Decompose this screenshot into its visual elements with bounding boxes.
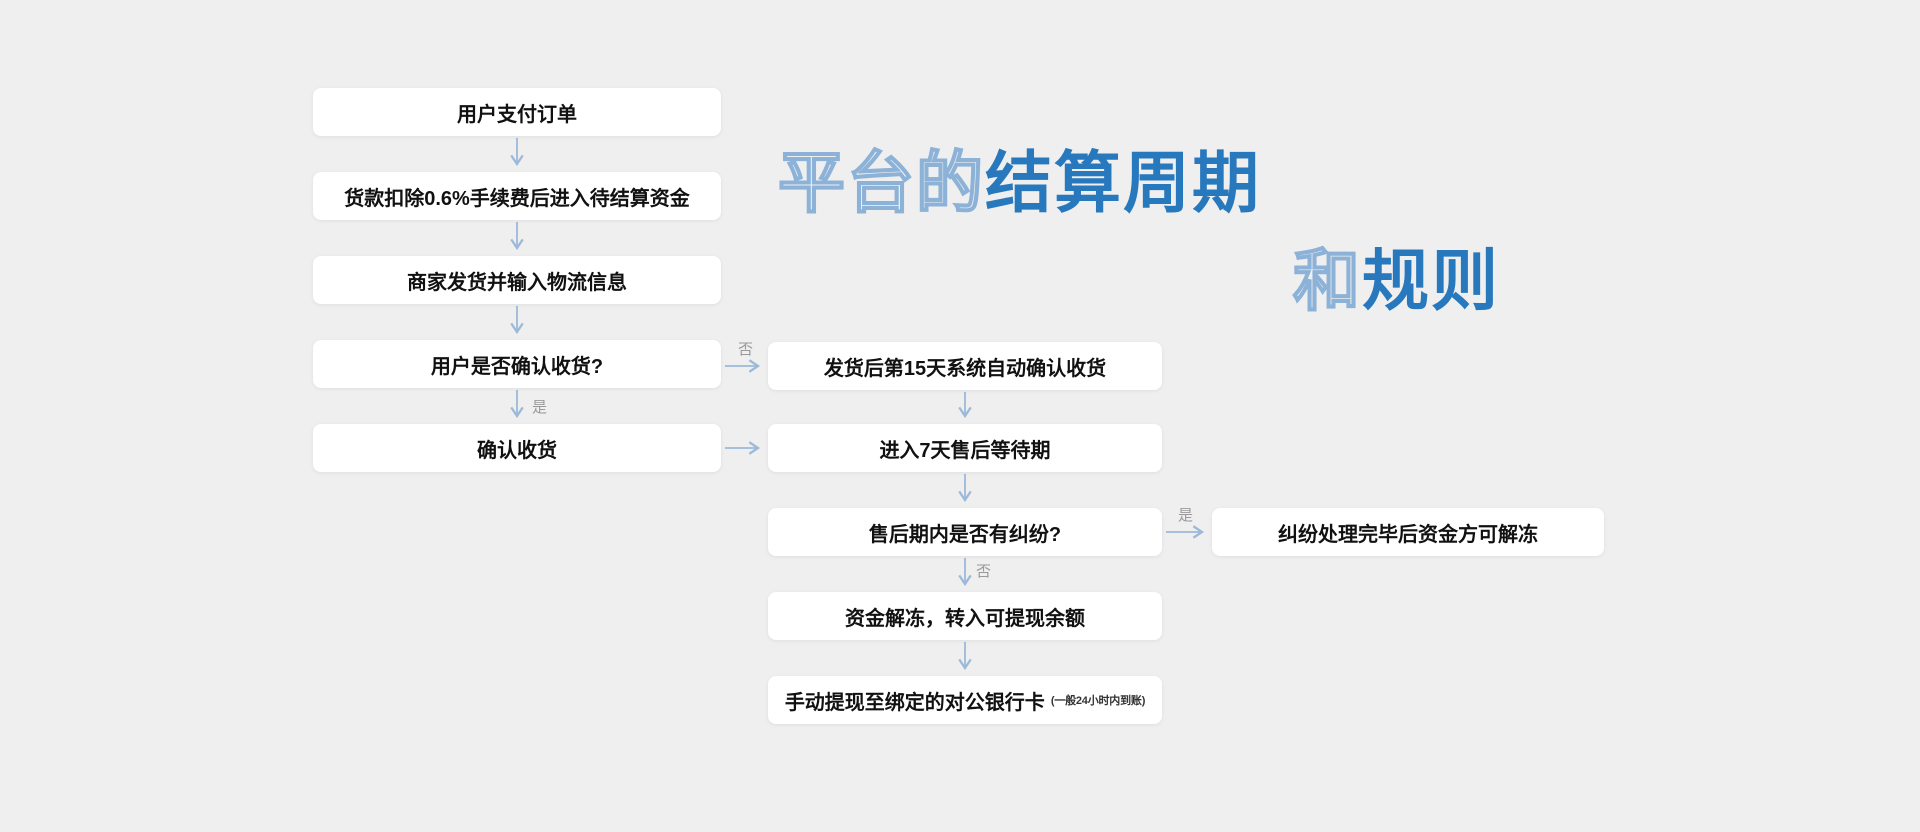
title-outline-part2: 和 (1292, 244, 1362, 319)
title-outline-part1: 平台的 (777, 146, 985, 221)
title-solid-part2: 规则 (1362, 244, 1500, 319)
node-funds-unfreeze-label: 资金解冻，转入可提现余额 (845, 607, 1085, 630)
node-dispute-question: 售后期内是否有纠纷? (768, 508, 1162, 556)
node-fee-deduction-label: 货款扣除0.6%手续费后进入待结算资金 (344, 187, 690, 210)
node-auto-confirm: 发货后第15天系统自动确认收货 (768, 342, 1162, 390)
page-title-line1: 平台的结算周期 (777, 149, 1261, 218)
node-funds-unfreeze: 资金解冻，转入可提现余额 (768, 592, 1162, 640)
node-auto-confirm-label: 发货后第15天系统自动确认收货 (823, 357, 1107, 380)
edge-label-no-confirm: 否 (738, 341, 754, 358)
node-manual-withdraw: 手动提现至绑定的对公银行卡 (一般24小时内到账) (768, 676, 1162, 724)
node-ship-goods-label: 商家发货并输入物流信息 (407, 271, 627, 294)
node-after-sales-waiting-label: 进入7天售后等待期 (879, 439, 1051, 462)
node-pay-order: 用户支付订单 (313, 88, 721, 136)
node-after-sales-waiting: 进入7天售后等待期 (768, 424, 1162, 472)
node-dispute-question-label: 售后期内是否有纠纷? (868, 523, 1062, 546)
edge-label-yes-dispute: 是 (1178, 507, 1194, 524)
node-dispute-resolved-label: 纠纷处理完毕后资金方可解冻 (1278, 523, 1538, 546)
title-solid-part1: 结算周期 (985, 146, 1261, 221)
node-ship-goods: 商家发货并输入物流信息 (313, 256, 721, 304)
edge-label-no-dispute: 否 (976, 563, 992, 580)
edge-label-yes-confirm: 是 (532, 399, 548, 416)
node-confirm-receipt-question-label: 用户是否确认收货? (430, 355, 604, 378)
node-fee-deduction: 货款扣除0.6%手续费后进入待结算资金 (313, 172, 721, 220)
node-confirm-receipt: 确认收货 (313, 424, 721, 472)
node-confirm-receipt-label: 确认收货 (477, 439, 557, 462)
node-pay-order-label: 用户支付订单 (457, 103, 577, 126)
page-title-line2: 和规则 (1292, 247, 1500, 316)
node-manual-withdraw-note: (一般24小时内到账) (1050, 695, 1146, 707)
node-dispute-resolved: 纠纷处理完毕后资金方可解冻 (1212, 508, 1604, 556)
node-confirm-receipt-question: 用户是否确认收货? (313, 340, 721, 388)
node-manual-withdraw-label: 手动提现至绑定的对公银行卡 (784, 691, 1045, 714)
